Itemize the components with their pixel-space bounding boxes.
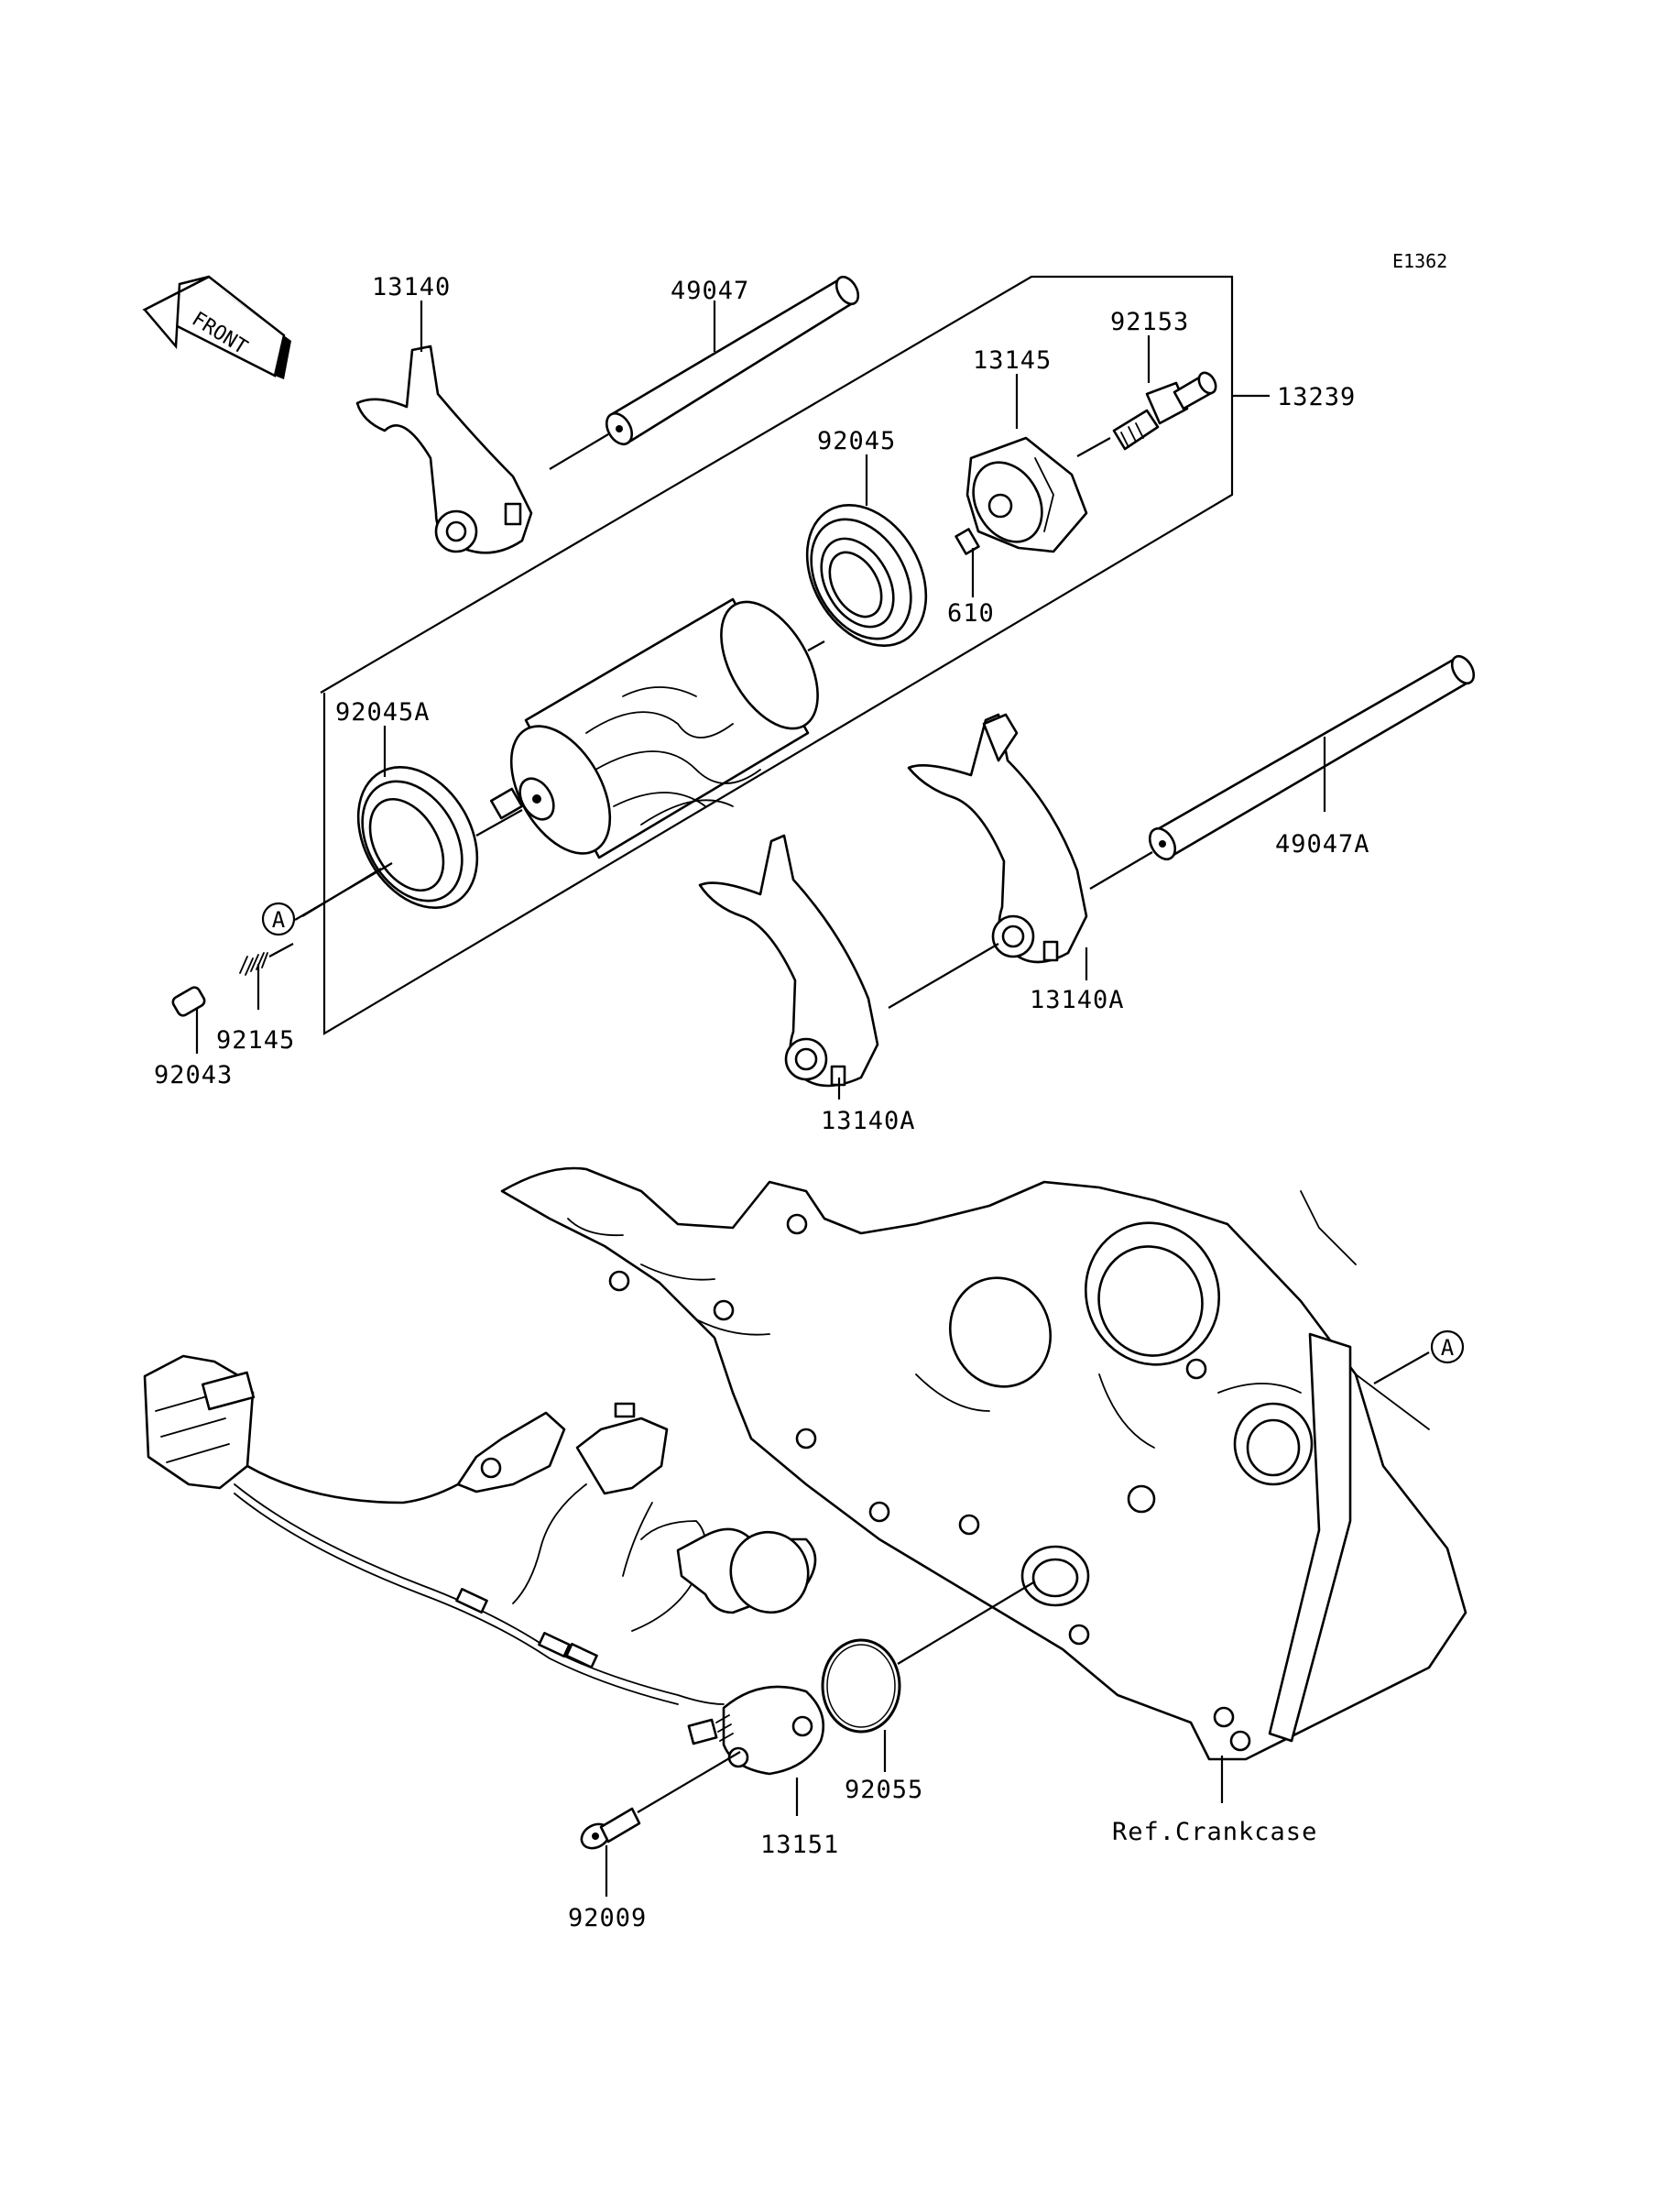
bolt-92009 [580, 1807, 641, 1850]
crankcase [500, 1166, 1467, 1761]
shaft-49047A [1148, 654, 1476, 861]
label-13145: 13145 [973, 346, 1052, 375]
callout-a-top: A [261, 902, 296, 936]
shaft-49047 [605, 275, 860, 446]
shift-fork-13140A-right [907, 713, 1088, 964]
shift-drum-cam-13145 [965, 436, 1088, 553]
label-610: 610 [947, 599, 995, 628]
shift-drum [489, 597, 819, 859]
label-92009: 92009 [568, 1904, 647, 1932]
label-13140A-right: 13140A [1030, 986, 1125, 1014]
wiring-harness [143, 1354, 817, 1705]
svg-text:A: A [272, 907, 286, 933]
leader-a-top [294, 862, 393, 921]
bearing-92045A [356, 765, 479, 910]
label-49047A: 49047A [1275, 830, 1370, 859]
plunger-92043 [171, 986, 206, 1017]
label-13140: 13140 [372, 273, 451, 301]
spring-92145 [239, 943, 294, 976]
label-13239: 13239 [1277, 383, 1356, 411]
label-92045: 92045 [817, 427, 896, 455]
shift-fork-13140 [355, 345, 533, 554]
shift-fork-13140A-left [698, 834, 879, 1088]
front-arrow-icon: FRONT [142, 275, 291, 379]
label-13140A-left: 13140A [821, 1107, 916, 1135]
bolt-92153 [1112, 371, 1217, 451]
o-ring-92055 [821, 1638, 901, 1734]
label-49047: 49047 [671, 277, 749, 305]
label-13151: 13151 [760, 1831, 839, 1859]
label-92055: 92055 [845, 1776, 923, 1804]
label-ref-crankcase: Ref.Crankcase [1112, 1818, 1317, 1846]
diagram-code: E1362 [1392, 250, 1447, 272]
label-92145: 92145 [216, 1026, 295, 1055]
label-92043: 92043 [154, 1061, 233, 1089]
pin-610 [955, 528, 980, 597]
bearing-92045 [805, 503, 928, 648]
gear-position-sensor-13151 [687, 1685, 825, 1776]
svg-text:A: A [1441, 1335, 1455, 1361]
label-92153: 92153 [1110, 308, 1189, 336]
callout-a-bottom: A [1430, 1329, 1465, 1364]
label-92045A: 92045A [335, 698, 431, 727]
assembly-bracket [320, 275, 1234, 1035]
